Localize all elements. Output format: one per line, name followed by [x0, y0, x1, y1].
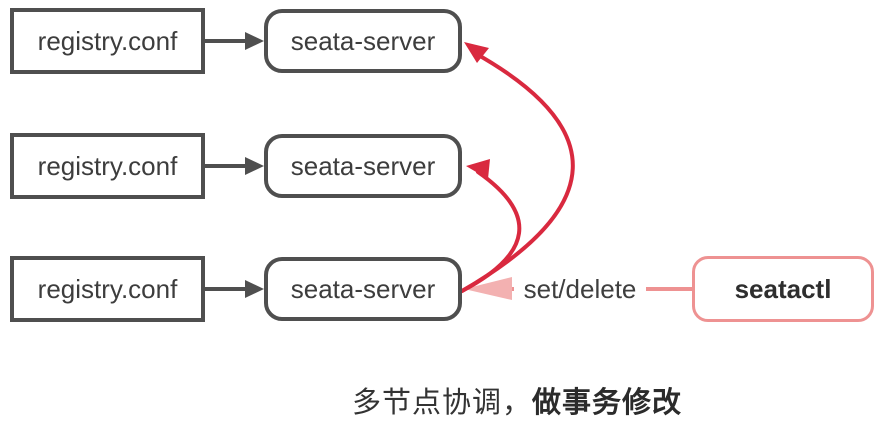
seata-server-label: seata-server — [290, 273, 436, 304]
connector-arrow-row2 — [205, 157, 264, 175]
seata-server-box-1: seata-server — [264, 9, 462, 73]
caption-regular-text: 多节点协调， — [351, 387, 532, 419]
seata-server-label: seata-server — [290, 25, 436, 56]
registry-conf-label: registry.conf — [37, 150, 178, 181]
seatactl-label: seatactl — [734, 273, 832, 304]
arrowhead-right-icon — [245, 280, 264, 298]
seatactl-box: seatactl — [692, 256, 874, 322]
registry-conf-box-2: registry.conf — [10, 133, 205, 199]
coordination-arrow-to-top-server — [460, 42, 575, 293]
seata-server-box-3: seata-server — [264, 257, 462, 321]
seata-server-box-2: seata-server — [264, 134, 462, 198]
arrowhead-right-icon — [245, 32, 264, 50]
registry-conf-box-3: registry.conf — [10, 256, 205, 322]
connector-arrow-row3 — [205, 280, 264, 298]
registry-conf-label: registry.conf — [37, 273, 178, 304]
set-delete-label: set/delete — [514, 272, 646, 306]
registry-conf-box-1: registry.conf — [10, 8, 205, 74]
arrowhead-left-icon — [464, 277, 512, 300]
arrowhead-upleft-icon — [464, 42, 489, 63]
arrowhead-left-icon — [466, 159, 490, 179]
connector-arrow-row1 — [205, 32, 264, 50]
seata-server-label: seata-server — [290, 150, 436, 181]
registry-conf-label: registry.conf — [37, 25, 178, 56]
arrowhead-right-icon — [245, 157, 264, 175]
coordination-arrow-to-middle-server — [460, 159, 522, 293]
caption-bold-text: 做事务修改 — [532, 387, 683, 419]
diagram-caption: 多节点协调，做事务修改 — [157, 379, 877, 421]
